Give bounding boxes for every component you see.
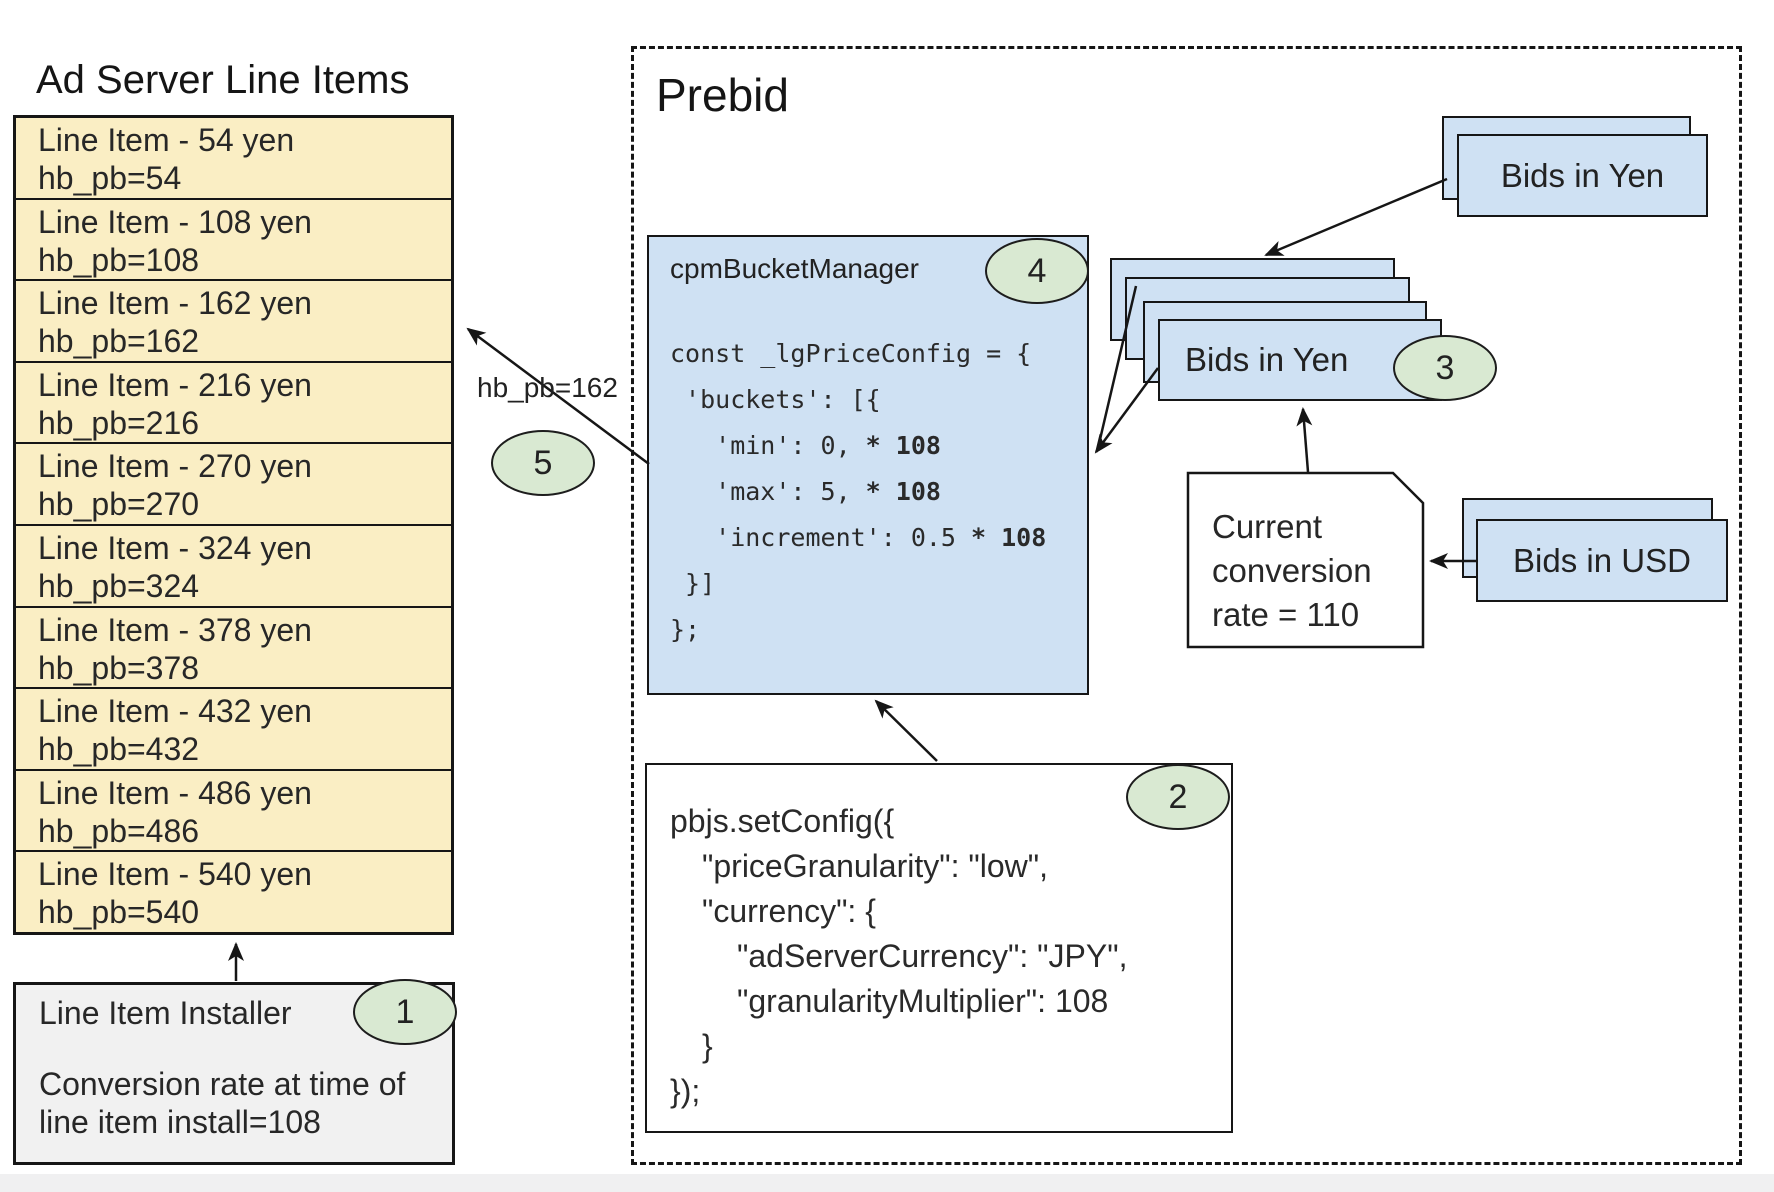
prebid-title: Prebid: [656, 69, 789, 121]
step-badge-3: 3: [1393, 335, 1497, 401]
step-badge-1: 1: [353, 979, 457, 1045]
pbjs-code-line: "adServerCurrency": "JPY",: [737, 938, 1128, 974]
line-item-hb-pb: hb_pb=486: [38, 812, 200, 849]
step-badge-5: 5: [491, 430, 595, 496]
conversion-rate-note: Current conversion rate = 110: [1212, 505, 1372, 637]
installer-note: Conversion rate at time of line item ins…: [39, 1065, 405, 1141]
cpm-code-line: };: [670, 615, 701, 644]
conversion-rate-line1: Current: [1212, 508, 1323, 545]
cpm-code-line: 'min': 0, * 108: [670, 431, 941, 460]
line-item-hb-pb: hb_pb=324: [38, 567, 200, 604]
bids-in-yen-top-card: Bids in Yen: [1457, 134, 1708, 217]
cpm-code-line: const _lgPriceConfig = {: [670, 339, 1032, 368]
pbjs-setconfig-code: pbjs.setConfig({ "priceGranularity": "low…: [670, 799, 1127, 1114]
line-item-hb-pb: hb_pb=54: [38, 160, 182, 196]
step-badge-4-number: 4: [1027, 251, 1047, 290]
step-badge-1-number: 1: [395, 992, 415, 1031]
bids-in-usd-card: Bids in USD: [1476, 519, 1728, 602]
hb-pb-arrow-label: hb_pb=162: [477, 372, 618, 403]
prebid-container: [631, 46, 1742, 1165]
bids-in-yen-stack-front-card: Bids in Yen: [1158, 319, 1442, 401]
cpm-code-line: 'max': 5, * 108: [670, 477, 941, 506]
line-item-hb-pb: hb_pb=162: [38, 323, 200, 360]
pbjs-code-line: pbjs.setConfig({: [670, 803, 895, 839]
line-item-name: Line Item - 108 yen: [38, 203, 312, 240]
pbjs-code-line: }: [702, 1028, 713, 1064]
line-item-name: Line Item - 432 yen: [38, 693, 312, 730]
cpm-code-line: 'increment': 0.5 * 108: [670, 523, 1047, 552]
line-item-name: Line Item - 270 yen: [38, 448, 312, 485]
pbjs-code-line: "granularityMultiplier": 108: [737, 983, 1109, 1019]
cpm-code-line: 'buckets': [{: [670, 385, 881, 414]
installer-title: Line Item Installer: [39, 995, 292, 1031]
line-item-name: Line Item - 54 yen: [38, 122, 295, 158]
line-item-hb-pb: hb_pb=108: [38, 241, 200, 278]
conversion-rate-line2: conversion: [1212, 552, 1372, 589]
line-item-hb-pb: hb_pb=432: [38, 731, 200, 768]
cpm-bucket-manager-code: const _lgPriceConfig = { 'buckets': [{ '…: [670, 331, 1046, 653]
pbjs-code-line: "priceGranularity": "low",: [702, 848, 1048, 884]
line-item-name: Line Item - 540 yen: [38, 856, 312, 893]
installer-note-line1: Conversion rate at time of: [39, 1066, 406, 1102]
step-badge-5-number: 5: [533, 443, 553, 482]
step-badge-2: 2: [1126, 764, 1230, 830]
step-badge-2-number: 2: [1168, 777, 1188, 816]
bids-in-yen-top-label: Bids in Yen: [1500, 156, 1665, 194]
installer-note-line2: line item install=108: [39, 1104, 321, 1140]
ad-server-title: Ad Server Line Items: [36, 58, 410, 102]
pbjs-code-line: });: [670, 1073, 701, 1109]
bids-in-yen-stack-label: Bids in Yen: [1185, 341, 1349, 378]
bids-in-usd-label: Bids in USD: [1513, 541, 1691, 579]
line-item-name: Line Item - 378 yen: [38, 611, 312, 648]
cpm-code-line: }]: [670, 569, 716, 598]
line-item-hb-pb: hb_pb=216: [38, 404, 200, 441]
line-item-hb-pb: hb_pb=270: [38, 486, 200, 523]
bottom-edge-strip: [0, 1174, 1774, 1192]
line-item-name: Line Item - 324 yen: [38, 529, 312, 566]
cpm-bucket-manager-label: cpmBucketManager: [670, 253, 920, 284]
line-item-name: Line Item - 486 yen: [38, 774, 312, 811]
line-item-name: Line Item - 216 yen: [38, 366, 312, 403]
step-badge-3-number: 3: [1435, 348, 1455, 387]
line-item-hb-pb: hb_pb=378: [38, 649, 200, 686]
conversion-rate-line3: rate = 110: [1212, 596, 1360, 633]
pbjs-setconfig-box: pbjs.setConfig({ "priceGranularity": "low…: [645, 763, 1233, 1133]
line-item-hb-pb: hb_pb=540: [38, 894, 200, 931]
step-badge-4: 4: [985, 238, 1089, 304]
cpm-bucket-manager-box: cpmBucketManager const _lgPriceConfig = …: [647, 235, 1089, 695]
pbjs-code-line: "currency": {: [702, 893, 876, 929]
line-item-name: Line Item - 162 yen: [38, 285, 312, 322]
